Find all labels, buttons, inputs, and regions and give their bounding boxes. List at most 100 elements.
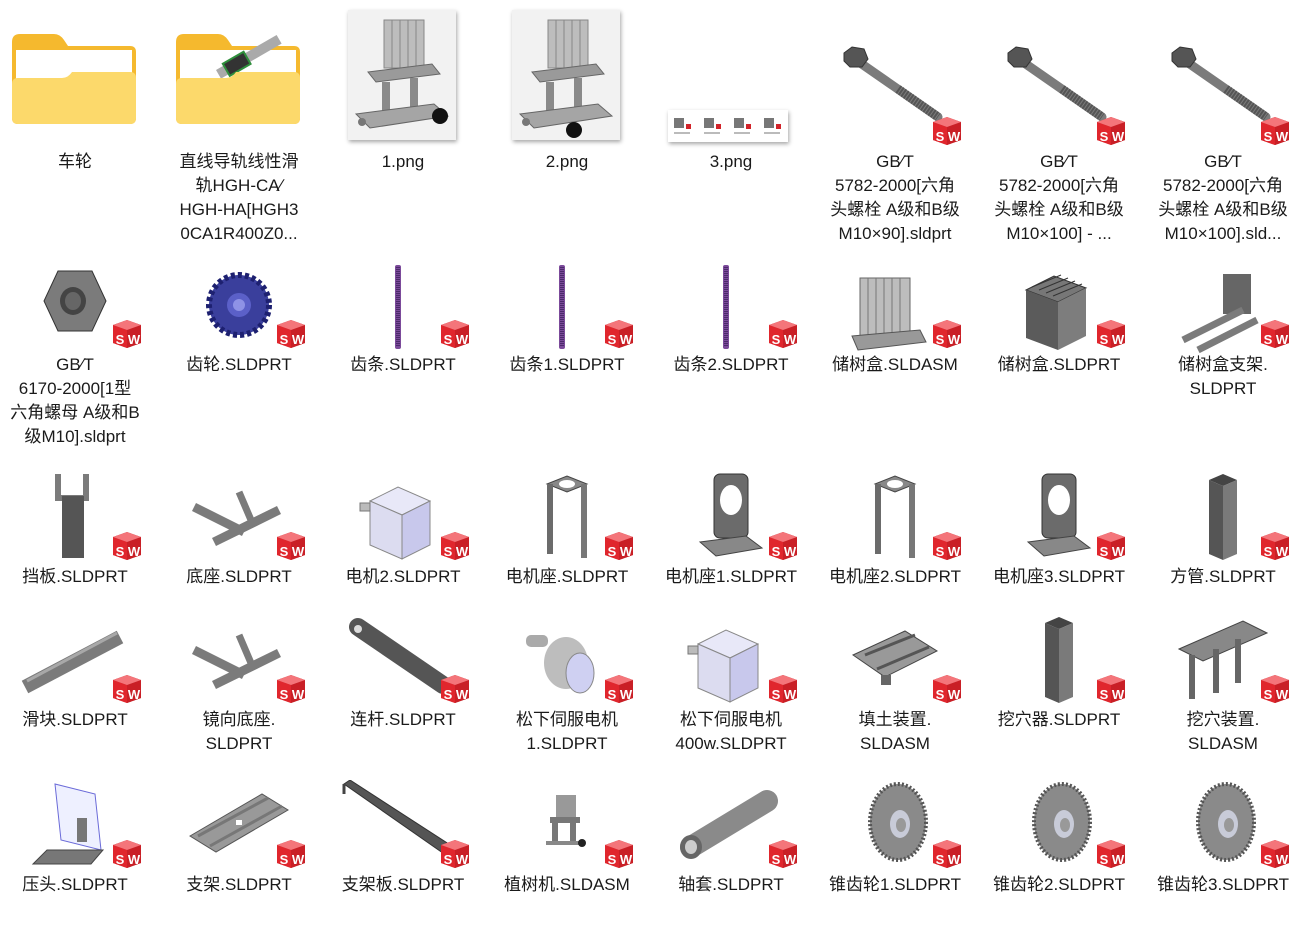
solidworks-badge-icon — [1096, 839, 1126, 869]
file-name-label: 储树盒支架. SLDPRT — [1178, 355, 1268, 398]
thumbnail — [984, 255, 1134, 353]
solidworks-badge-icon — [604, 319, 634, 349]
file-item[interactable]: 1.png — [328, 0, 478, 174]
file-item[interactable]: GB∕T 6170-2000[1型 六角螺母 A级和B 级M10].sldprt — [0, 255, 150, 449]
solidworks-badge-icon — [112, 674, 142, 704]
solidworks-badge-icon — [932, 839, 962, 869]
solidworks-badge-icon — [932, 531, 962, 561]
file-item[interactable]: GB∕T 5782-2000[六角 头螺栓 A级和B级 M10×90].sldp… — [820, 0, 970, 246]
file-name-label: GB∕T 5782-2000[六角 头螺栓 A级和B级 M10×100] - .… — [994, 152, 1124, 243]
solidworks-badge-icon — [276, 531, 306, 561]
thumbnail — [1148, 467, 1298, 565]
file-name-label: 支架.SLDPRT — [186, 875, 292, 894]
file-item[interactable]: 挡板.SLDPRT — [0, 467, 150, 589]
file-name-label: 挡板.SLDPRT — [22, 567, 128, 586]
file-item[interactable]: 锥齿轮3.SLDPRT — [1148, 775, 1298, 897]
solidworks-badge-icon — [604, 839, 634, 869]
solidworks-badge-icon — [768, 839, 798, 869]
file-item[interactable]: GB∕T 5782-2000[六角 头螺栓 A级和B级 M10×100].sld… — [1148, 0, 1298, 246]
file-item[interactable]: 3.png — [656, 0, 806, 174]
file-name-label: 填土装置. SLDASM — [858, 710, 932, 753]
file-item[interactable]: 支架.SLDPRT — [164, 775, 314, 897]
folder-icon — [12, 34, 136, 124]
thumbnail — [328, 255, 478, 353]
folder-item[interactable]: 直线导轨线性滑 轨HGH-CA∕ HGH-HA[HGH3 0CA1R400Z0.… — [164, 0, 314, 246]
file-item[interactable]: 挖穴装置. SLDASM — [1148, 610, 1298, 756]
file-item[interactable]: 储树盒支架. SLDPRT — [1148, 255, 1298, 401]
file-name-label: GB∕T 5782-2000[六角 头螺栓 A级和B级 M10×90].sldp… — [830, 152, 960, 243]
thumbnail — [492, 255, 642, 353]
thumbnail — [492, 610, 642, 708]
file-item[interactable]: 电机2.SLDPRT — [328, 467, 478, 589]
file-name-label: 电机座2.SLDPRT — [829, 567, 961, 586]
file-item[interactable]: 2.png — [492, 0, 642, 174]
solidworks-badge-icon — [932, 674, 962, 704]
thumbnail — [328, 0, 478, 150]
file-item[interactable]: 储树盒.SLDASM — [820, 255, 970, 377]
file-item[interactable]: 齿条.SLDPRT — [328, 255, 478, 377]
file-name-label: 连杆.SLDPRT — [350, 710, 456, 729]
file-item[interactable]: 齿条1.SLDPRT — [492, 255, 642, 377]
solidworks-badge-icon — [1260, 839, 1290, 869]
file-item[interactable]: 底座.SLDPRT — [164, 467, 314, 589]
file-item[interactable]: 松下伺服电机 1.SLDPRT — [492, 610, 642, 756]
file-item[interactable]: 电机座3.SLDPRT — [984, 467, 1134, 589]
file-item[interactable]: 镜向底座. SLDPRT — [164, 610, 314, 756]
file-name-label: 电机2.SLDPRT — [345, 567, 461, 586]
solidworks-badge-icon — [440, 674, 470, 704]
thumbnail — [656, 467, 806, 565]
file-item[interactable]: 电机座2.SLDPRT — [820, 467, 970, 589]
thumbnail — [164, 775, 314, 873]
file-name-label: 松下伺服电机 1.SLDPRT — [516, 710, 618, 753]
file-item[interactable]: 连杆.SLDPRT — [328, 610, 478, 732]
file-item[interactable]: 植树机.SLDASM — [492, 775, 642, 897]
file-name-label: 齿轮.SLDPRT — [186, 355, 292, 374]
file-item[interactable]: 锥齿轮1.SLDPRT — [820, 775, 970, 897]
thumbnail — [984, 0, 1134, 150]
thumbnail — [164, 610, 314, 708]
solidworks-badge-icon — [112, 839, 142, 869]
file-item[interactable]: 齿条2.SLDPRT — [656, 255, 806, 377]
file-name-label: 锥齿轮3.SLDPRT — [1157, 875, 1289, 894]
file-item[interactable]: 填土装置. SLDASM — [820, 610, 970, 756]
thumbnail — [0, 467, 150, 565]
thumbnail — [656, 775, 806, 873]
file-item[interactable]: 储树盒.SLDPRT — [984, 255, 1134, 377]
thumbnail — [0, 0, 150, 150]
file-name-label: 挖穴装置. SLDASM — [1186, 710, 1260, 753]
file-item[interactable]: 压头.SLDPRT — [0, 775, 150, 897]
file-item[interactable]: 挖穴器.SLDPRT — [984, 610, 1134, 732]
file-item[interactable]: 电机座1.SLDPRT — [656, 467, 806, 589]
file-item[interactable]: 支架板.SLDPRT — [328, 775, 478, 897]
solidworks-badge-icon — [1096, 531, 1126, 561]
solidworks-badge-icon — [1260, 116, 1290, 146]
solidworks-badge-icon — [112, 319, 142, 349]
thumbnail — [1148, 610, 1298, 708]
file-name-label: 储树盒.SLDPRT — [997, 355, 1121, 374]
file-item[interactable]: 电机座.SLDPRT — [492, 467, 642, 589]
thumbnail — [164, 467, 314, 565]
file-name-label: 车轮 — [58, 152, 92, 171]
file-item[interactable]: 滑块.SLDPRT — [0, 610, 150, 732]
file-name-label: 挖穴器.SLDPRT — [997, 710, 1121, 729]
solidworks-badge-icon — [112, 531, 142, 561]
file-item[interactable]: 齿轮.SLDPRT — [164, 255, 314, 377]
file-item[interactable]: 松下伺服电机 400w.SLDPRT — [656, 610, 806, 756]
thumbnail — [820, 0, 970, 150]
file-name-label: 压头.SLDPRT — [22, 875, 128, 894]
file-item[interactable]: 方管.SLDPRT — [1148, 467, 1298, 589]
file-item[interactable]: GB∕T 5782-2000[六角 头螺栓 A级和B级 M10×100] - .… — [984, 0, 1134, 246]
solidworks-badge-icon — [1096, 674, 1126, 704]
solidworks-badge-icon — [440, 839, 470, 869]
file-item[interactable]: 轴套.SLDPRT — [656, 775, 806, 897]
folder-icon — [176, 34, 300, 124]
thumbnail — [492, 0, 642, 150]
thumbnail — [0, 255, 150, 353]
thumbnail — [328, 775, 478, 873]
image-thumbnail — [668, 110, 788, 142]
file-item[interactable]: 锥齿轮2.SLDPRT — [984, 775, 1134, 897]
folder-item[interactable]: 车轮 — [0, 0, 150, 174]
file-name-label: 齿条2.SLDPRT — [673, 355, 789, 374]
file-name-label: 植树机.SLDASM — [504, 875, 630, 894]
